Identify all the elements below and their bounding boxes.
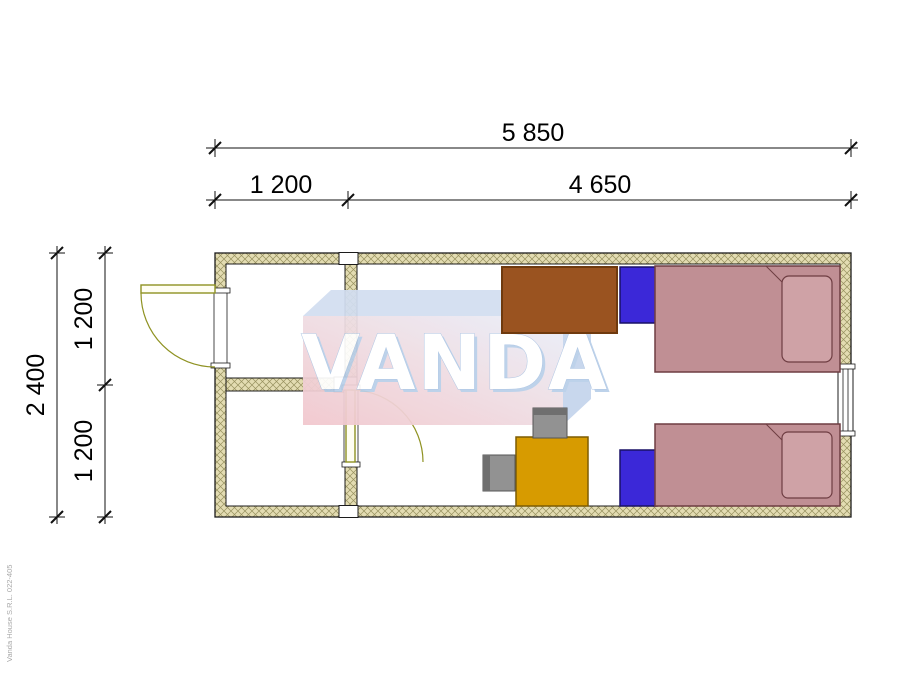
bed-bottom [654, 423, 841, 507]
dim-tick [98, 510, 112, 524]
dim-tick [50, 246, 64, 260]
dim-label-lower-room: 1 200 [70, 420, 98, 483]
dim-rooms: 1 200 1 200 [70, 246, 113, 524]
nightstand-top [619, 266, 658, 324]
dim-label-total-width: 5 850 [502, 119, 565, 147]
dim-tick [98, 246, 112, 260]
bed-bottom-blanket-fold [765, 423, 783, 441]
furniture [482, 265, 841, 507]
watermark-text: VANDA [301, 318, 609, 407]
dim-label-upper-room: 1 200 [70, 288, 98, 351]
dim-tick [341, 193, 355, 207]
entry-door-swing-arc [140, 292, 216, 368]
dim-tick [844, 141, 858, 155]
window-right-wall [835, 363, 856, 437]
dim-label-left-bay: 1 200 [250, 171, 313, 199]
side-note: Vanda House S.R.L. 022-405 [5, 565, 14, 662]
chair-left-back [483, 455, 490, 491]
chair-top-back [533, 408, 567, 415]
dim-total-width: 5 850 [206, 119, 858, 157]
wall-junction-bottom [338, 505, 359, 518]
dim-label-main-bay: 4 650 [569, 171, 632, 199]
bed-top-blanket-fold [765, 265, 783, 283]
dim-tick [208, 141, 222, 155]
entry-door-leaf [140, 284, 216, 294]
watermark: VANDA VANDA [301, 290, 612, 425]
dim-tick [208, 193, 222, 207]
entry-door-jamb-bottom [210, 362, 231, 369]
chair-top [532, 407, 568, 439]
dim-tick [98, 378, 112, 392]
bed-top [654, 265, 841, 373]
desk [501, 266, 618, 334]
dim-label-total-depth: 2 400 [22, 354, 50, 417]
window-frame [837, 367, 854, 433]
wall-junction-top [338, 252, 359, 265]
watermark-text-shadow: VANDA [304, 321, 612, 410]
dim-total-depth: 2 400 [22, 246, 65, 524]
dim-bays: 1 200 4 650 [206, 171, 858, 209]
bed-bottom-pillow [781, 431, 833, 499]
watermark-box-front-face [303, 316, 563, 425]
chair-left [482, 454, 516, 492]
interior-door-jamb-bottom [341, 461, 361, 468]
dining-table [515, 436, 589, 507]
dim-tick [50, 510, 64, 524]
entry-door-opening [213, 291, 228, 365]
dim-tick [844, 193, 858, 207]
nightstand-bottom [619, 449, 658, 507]
bed-top-pillow [781, 275, 833, 363]
